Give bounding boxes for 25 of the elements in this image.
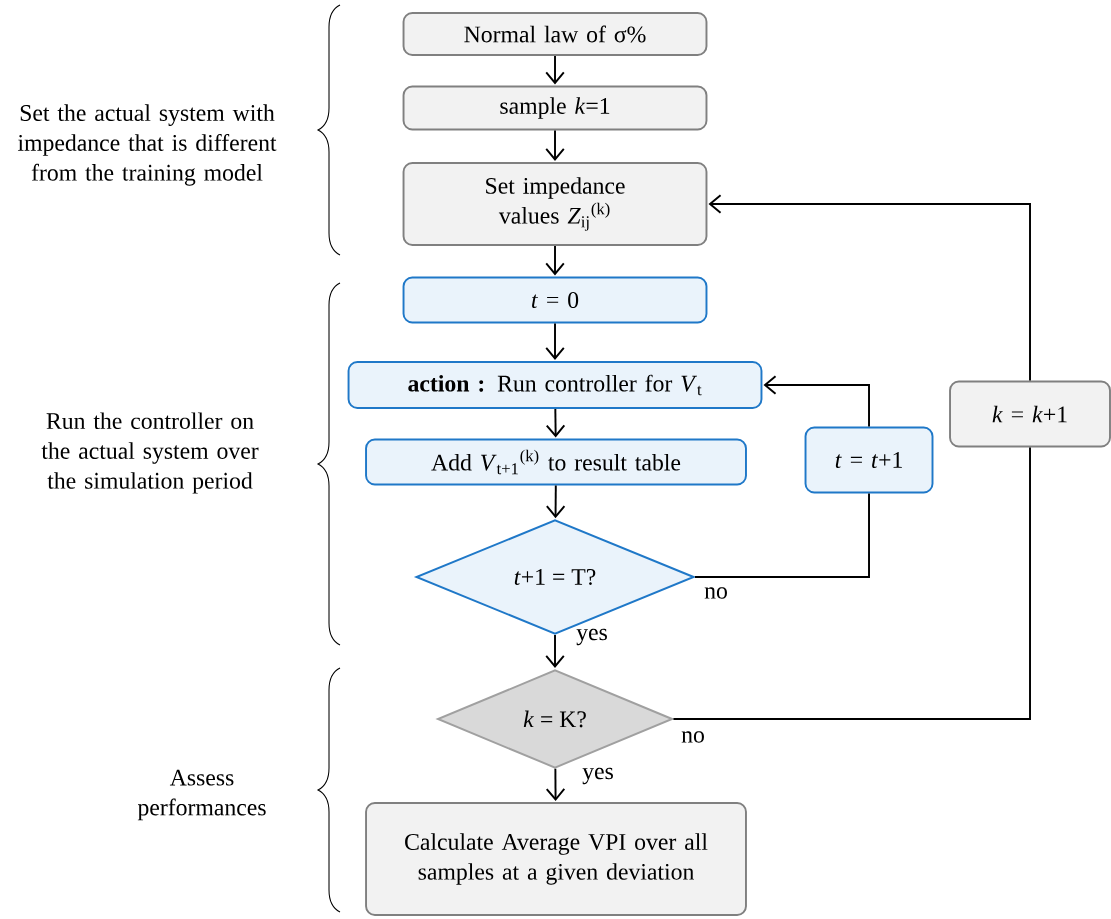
process-box: k = k+1 bbox=[949, 380, 1111, 448]
arrow bbox=[545, 767, 566, 801]
arrow bbox=[545, 484, 566, 519]
arrow bbox=[545, 634, 565, 668]
process-box: t = 0 bbox=[402, 276, 708, 324]
process-box: Normal law of σ% bbox=[402, 12, 708, 56]
section-label: Assess performances bbox=[137, 769, 266, 821]
process-box: Set impedance values Z$_{ij}$(k) bbox=[402, 162, 708, 246]
section-label: Set the actual system with impedance that is different from the training model bbox=[17, 104, 277, 186]
arrow bbox=[708, 194, 1031, 382]
process-box: Calculate Average VPI over all samples at a given deviation bbox=[365, 802, 747, 916]
process-box: t = t+1 bbox=[804, 426, 934, 494]
arrow bbox=[545, 129, 565, 161]
arrow bbox=[763, 375, 870, 428]
arrow bbox=[545, 245, 565, 276]
process-box: action : Run controller for V$_{t}$ bbox=[347, 361, 763, 409]
edge-label: no bbox=[681, 731, 704, 743]
edge-label: no bbox=[704, 587, 727, 599]
arrow bbox=[545, 55, 565, 85]
process-box: sample k=1 bbox=[402, 85, 708, 131]
edge-label: yes bbox=[582, 767, 613, 785]
arrow bbox=[545, 322, 565, 360]
arrow bbox=[545, 408, 566, 438]
process-box: Add V$_{t+1}$$^{(k)}$ to result table bbox=[365, 438, 747, 486]
section-label: Run the controller on the actual system over the simulation period bbox=[41, 412, 259, 494]
